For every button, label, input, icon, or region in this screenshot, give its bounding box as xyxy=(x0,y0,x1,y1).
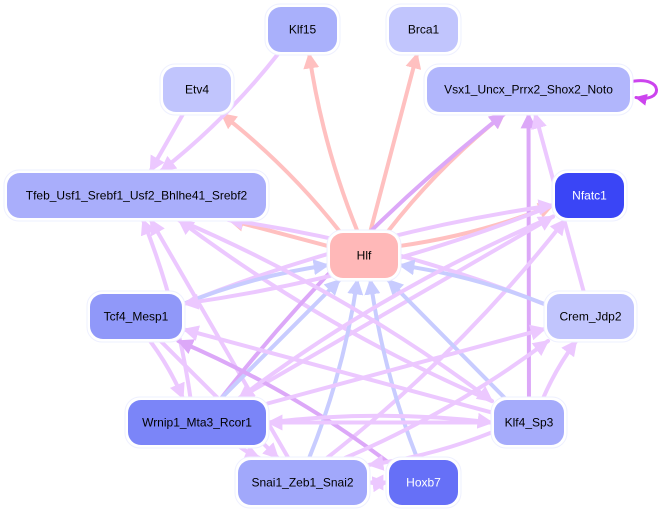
node-vsx1[interactable]: Vsx1_Uncx_Prrx2_Shox2_Noto xyxy=(423,63,634,116)
node-klf4[interactable]: Klf4_Sp3 xyxy=(490,396,568,449)
edge-hoxb7-to-tcf4 xyxy=(176,339,389,464)
node-hoxb7[interactable]: Hoxb7 xyxy=(385,456,462,509)
node-brca1[interactable]: Brca1 xyxy=(385,3,462,56)
edge-crem-to-hlf xyxy=(398,259,547,307)
node-label: Klf4_Sp3 xyxy=(505,416,554,430)
node-label: Nfatc1 xyxy=(572,189,607,203)
node-label: Wrnip1_Mta3_Rcor1 xyxy=(142,416,252,430)
node-box[interactable] xyxy=(128,400,266,445)
node-tfeb[interactable]: Tfeb_Usf1_Srebf1_Usf2_Bhlhe41_Srebf2 xyxy=(3,169,270,222)
node-label: Hoxb7 xyxy=(406,476,441,490)
edge-hlf-to-etv4 xyxy=(219,112,342,233)
node-label: Brca1 xyxy=(408,23,440,37)
node-box[interactable] xyxy=(7,173,266,218)
node-label: Crem_Jdp2 xyxy=(559,310,621,324)
node-box[interactable] xyxy=(547,294,634,339)
node-box[interactable] xyxy=(90,294,182,339)
node-label: Hlf xyxy=(357,249,372,263)
edge-wrnip1-to-nfatc1 xyxy=(237,214,555,400)
edge-vsx1-to-vsx1 xyxy=(630,79,658,106)
node-label: Klf15 xyxy=(289,23,317,37)
edge-klf4-to-crem xyxy=(541,339,579,400)
node-label: Etv4 xyxy=(185,83,209,97)
node-box[interactable] xyxy=(389,460,458,505)
edge-tfeb-to-klf4 xyxy=(176,218,494,404)
node-box[interactable] xyxy=(238,460,367,505)
edge-wrnip1-to-snai1 xyxy=(238,445,262,460)
edge-klf15-to-tfeb xyxy=(159,52,280,173)
edge-etv4-to-tfeb xyxy=(148,112,186,173)
node-label: Tcf4_Mesp1 xyxy=(104,310,169,324)
node-box[interactable] xyxy=(494,400,564,445)
node-label: Tfeb_Usf1_Srebf1_Usf2_Bhlhe41_Srebf2 xyxy=(26,189,248,203)
node-tcf4[interactable]: Tcf4_Mesp1 xyxy=(86,290,186,343)
edge-klf4-to-tfeb xyxy=(176,218,494,404)
edge-hlf-to-klf15 xyxy=(303,52,360,233)
edge-nfatc1-to-wrnip1 xyxy=(237,214,555,400)
edge-wrnip1-to-crem xyxy=(266,324,547,406)
edge-snai1-to-crem xyxy=(343,339,550,460)
node-snai1[interactable]: Snai1_Zeb1_Snai2 xyxy=(234,456,371,509)
node-crem[interactable]: Crem_Jdp2 xyxy=(543,290,638,343)
node-box[interactable] xyxy=(330,233,398,278)
edge-klf4-to-snai1 xyxy=(367,430,494,471)
node-box[interactable] xyxy=(268,7,337,52)
edge-tcf4-to-wrnip1 xyxy=(148,339,185,400)
node-nfatc1[interactable]: Nfatc1 xyxy=(551,169,628,222)
edge-snai1-to-hoxb7 xyxy=(367,476,389,493)
node-box[interactable] xyxy=(555,173,624,218)
node-wrnip1[interactable]: Wrnip1_Mta3_Rcor1 xyxy=(124,396,270,449)
node-box[interactable] xyxy=(427,67,630,112)
edge-tcf4-to-hlf xyxy=(182,259,330,306)
node-label: Vsx1_Uncx_Prrx2_Shox2_Noto xyxy=(444,83,613,97)
edge-hlf-to-brca1 xyxy=(368,52,422,233)
edge-klf4-to-tcf4 xyxy=(182,325,494,415)
node-klf15[interactable]: Klf15 xyxy=(264,3,341,56)
node-label: Snai1_Zeb1_Snai2 xyxy=(251,476,353,490)
edge-wrnip1-to-klf4 xyxy=(266,412,494,429)
node-hlf[interactable]: Hlf xyxy=(326,229,402,282)
node-box[interactable] xyxy=(389,7,458,52)
node-etv4[interactable]: Etv4 xyxy=(159,63,235,116)
node-box[interactable] xyxy=(163,67,231,112)
edge-hlf-to-vsx1 xyxy=(386,112,507,233)
